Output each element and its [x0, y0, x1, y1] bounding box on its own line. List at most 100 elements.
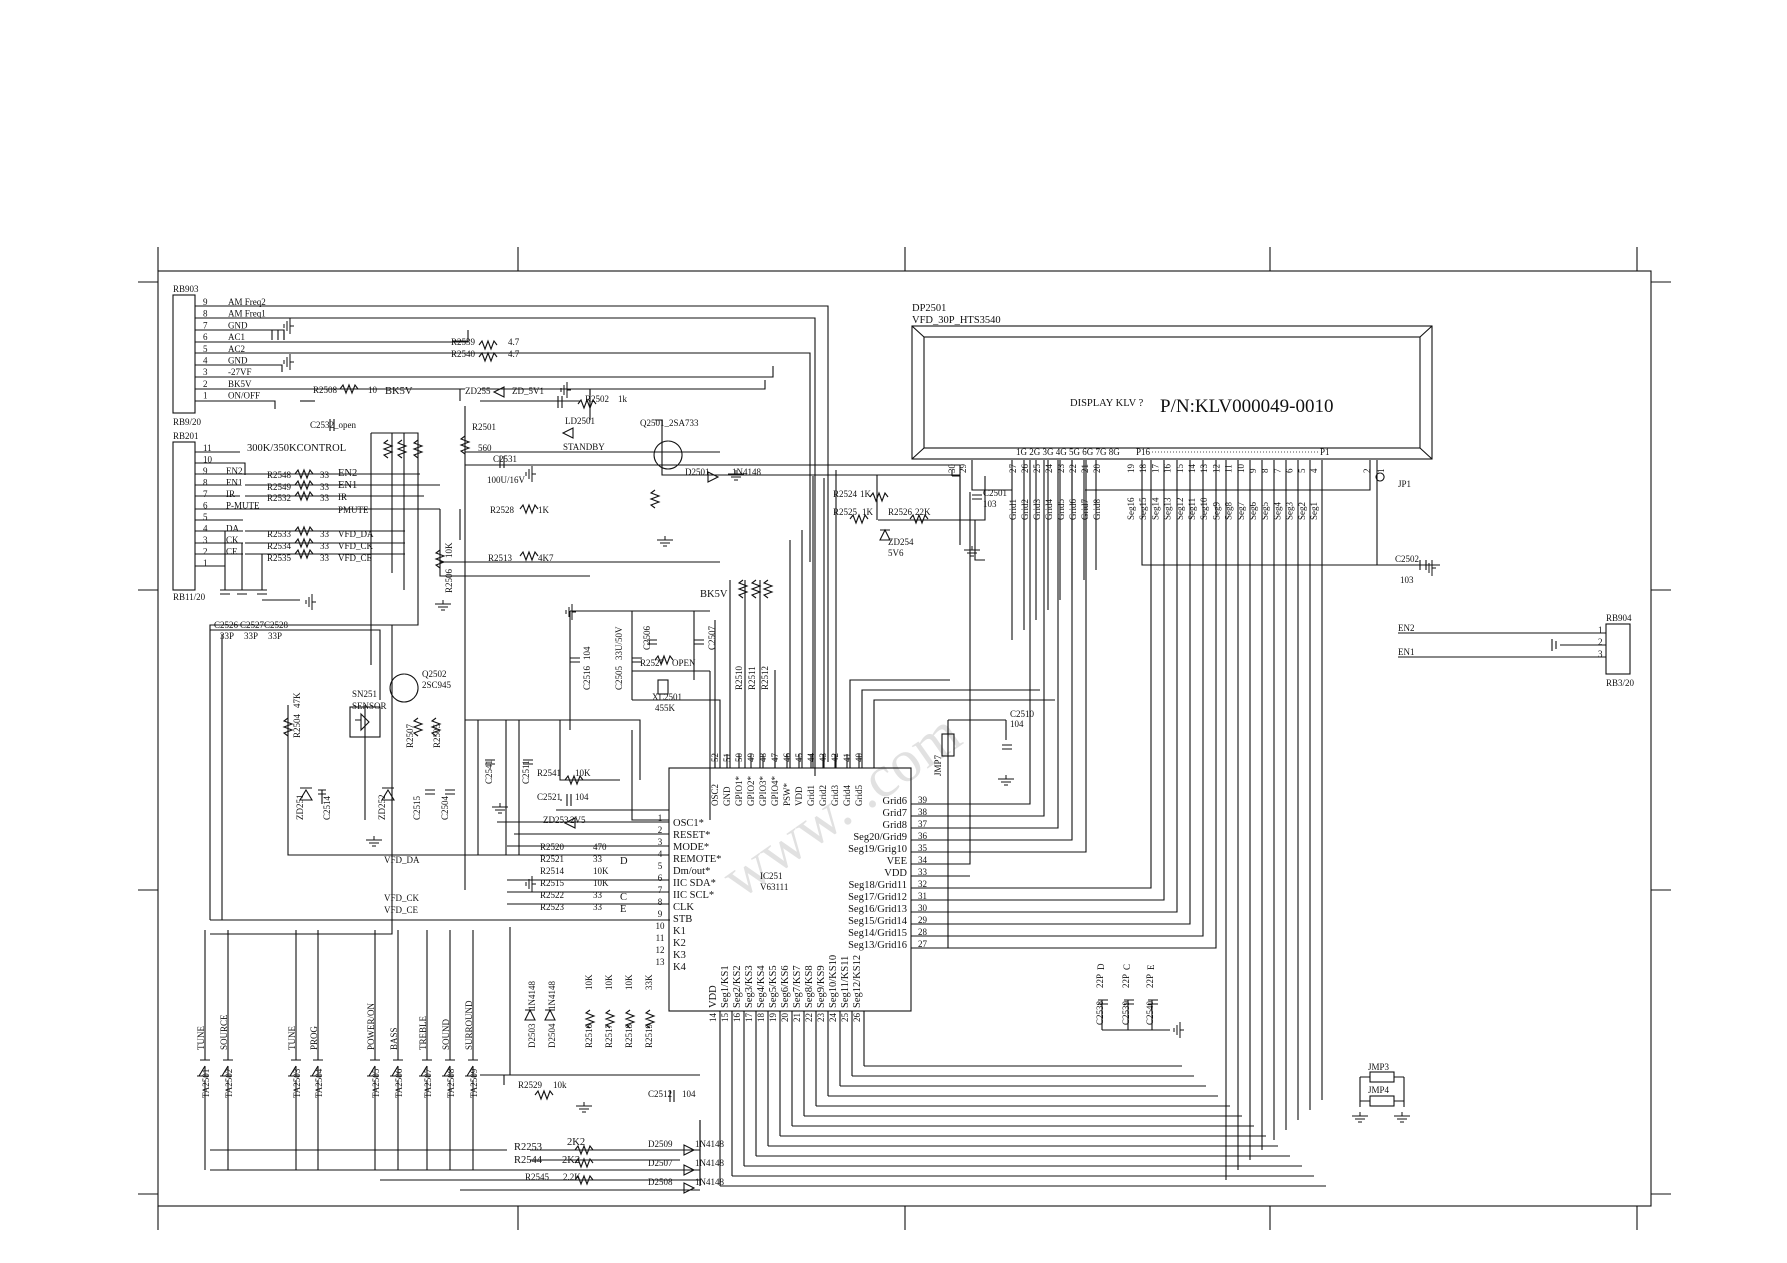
svg-text:R2253: R2253 [514, 1142, 542, 1153]
rb201-pin-name: EN1 [226, 478, 243, 488]
rb903-pin-number: 8 [203, 309, 208, 319]
svg-text:2: 2 [1598, 637, 1603, 647]
vfd-seg-label: Seg1 [1309, 502, 1319, 520]
ic-top-pin-name: Grid3 [830, 785, 840, 806]
rb201-pin-number: 5 [203, 512, 208, 522]
vfd-grid-pin-number: 20 [1092, 464, 1102, 474]
rb903-pin-name: AC1 [228, 332, 245, 342]
svg-text:VFD_CE: VFD_CE [338, 553, 373, 563]
ic-top-pin-name: GPIO4* [770, 775, 780, 806]
sheet-frame [138, 247, 1671, 1230]
ic-right-pin-number: 32 [918, 879, 927, 889]
vfd-grid-pin-number: 21 [1080, 464, 1090, 473]
svg-text:R2511: R2511 [747, 666, 757, 690]
rb201-ref: RB201 [173, 431, 199, 441]
vfd-grid-label: Grid6 [1068, 499, 1078, 520]
svg-text:2V5: 2V5 [570, 815, 586, 825]
rb201-pin-name: CE [226, 547, 238, 557]
ic-top-pin-number: 51 [722, 753, 732, 762]
rb201-pin-number: 3 [203, 535, 208, 545]
switch-symbol [288, 930, 301, 1170]
switch-ref: TA2504 [314, 1068, 324, 1098]
ic-right-pin-name: Seg17/Grid12 [848, 892, 907, 903]
ic-bottom-pin-number: 18 [756, 1013, 766, 1023]
svg-text:1N4148: 1N4148 [695, 1158, 724, 1168]
ic-series-resistor-ref: R2520 [540, 842, 565, 852]
svg-text:10K: 10K [604, 974, 614, 990]
rb201-pin-number: 9 [203, 466, 208, 476]
svg-text:C: C [1122, 964, 1132, 970]
ic-right-pin-number: 28 [918, 927, 928, 937]
rb201-pin-number: 7 [203, 489, 208, 499]
vfd-seg-label: Seg6 [1248, 502, 1258, 521]
vfd-grid-pin-number: 26 [1020, 464, 1030, 474]
svg-text:C2512: C2512 [648, 1089, 672, 1099]
svg-text:R2516: R2516 [584, 1023, 594, 1048]
svg-text:104: 104 [575, 792, 589, 802]
svg-text:R2507: R2507 [405, 723, 415, 748]
ic-series-net: E [620, 904, 626, 915]
svg-text:EN1: EN1 [338, 480, 357, 491]
svg-text:22P: 22P [1145, 974, 1155, 988]
svg-text:C2514: C2514 [322, 795, 332, 820]
ic-left-pin-name: REMOTE* [673, 854, 721, 865]
rb201-pin-name: P-MUTE [226, 501, 260, 511]
control-label: 300K/350KCONTROL [247, 443, 346, 454]
switch-symbol [310, 930, 323, 1170]
svg-text:C2511: C2511 [521, 760, 531, 784]
rb903-pin-number: 2 [203, 379, 208, 389]
svg-text:VFD_DA: VFD_DA [384, 855, 420, 865]
ic-top-pin-name: GND [722, 786, 732, 806]
ic-bottom-pin-number: 24 [828, 1013, 838, 1023]
ic-top-pin-name: GPIO2* [746, 775, 756, 806]
ic-bottom-pin-name: Seg2/KS2 [732, 965, 743, 1008]
svg-text:22K: 22K [915, 507, 931, 517]
vfd-pin-p1: P1 [1320, 447, 1330, 457]
ic-bottom-pin-name: Seg3/KS3 [744, 965, 755, 1008]
svg-text:C2502: C2502 [1395, 554, 1419, 564]
vfd-pin-number: 30 [947, 464, 957, 474]
svg-text:10K: 10K [444, 542, 454, 558]
svg-text:103: 103 [983, 499, 997, 509]
svg-text:R2505: R2505 [432, 723, 442, 748]
ic-bottom-pin-number: 22 [804, 1013, 814, 1022]
front-switches: TA2501TUNETA2502SOURCETA2503TUNETA2504PR… [196, 930, 479, 1170]
svg-text:R2548: R2548 [267, 470, 292, 480]
rb201-pin-number: 1 [203, 558, 208, 568]
svg-text:D2504: D2504 [547, 1023, 557, 1048]
vfd-seg-pin-number: 19 [1126, 464, 1136, 474]
svg-text:R2508: R2508 [313, 385, 338, 395]
svg-text:10K: 10K [624, 974, 634, 990]
vfd-seg-pin-number: 16 [1163, 464, 1173, 474]
ic-left-pin-number: 1 [658, 813, 663, 823]
ic-bottom-pin-name: Seg1/KS1 [720, 965, 731, 1008]
vfd-grid-pin-number: 24 [1044, 464, 1054, 474]
ic-right-pin-name: Seg13/Grid16 [848, 940, 907, 951]
ic-bottom-pin-name: Seg5/KS5 [768, 965, 779, 1008]
vfd-seg-pin-number: 13 [1199, 464, 1209, 474]
ic-top-pin-name: Grid1 [806, 785, 816, 806]
ic-left-pin-name: OSC1* [673, 818, 704, 829]
ic-bottom-pin-name: Seg6/KS6 [780, 965, 791, 1008]
ic-bottom-pin-number: 19 [768, 1013, 778, 1023]
svg-text:VFD_DA: VFD_DA [338, 529, 374, 539]
svg-text:LD2501: LD2501 [565, 416, 595, 426]
vfd-seg-label: Seg16 [1126, 497, 1136, 520]
svg-text:ZD252: ZD252 [377, 795, 387, 821]
ic-right-pin-name: Seg14/Grid15 [848, 928, 907, 939]
svg-text:R2501: R2501 [472, 422, 496, 432]
switch-function: TREBLE [418, 1016, 428, 1050]
ic-left-pin-number: 7 [658, 885, 663, 895]
switch-ref: TA2507 [423, 1068, 433, 1098]
ic-right-pin-name: VEE [887, 856, 907, 867]
ic-top-pin-name: GPIO3* [758, 775, 768, 806]
vfd-pin-p16: P16 [1136, 447, 1151, 457]
svg-text:1K: 1K [862, 507, 874, 517]
vfd-seg-pin-number: 14 [1187, 464, 1197, 474]
svg-text:33P: 33P [220, 631, 234, 641]
rb903-pin-name: AC2 [228, 344, 245, 354]
svg-text:C2515: C2515 [412, 795, 422, 820]
